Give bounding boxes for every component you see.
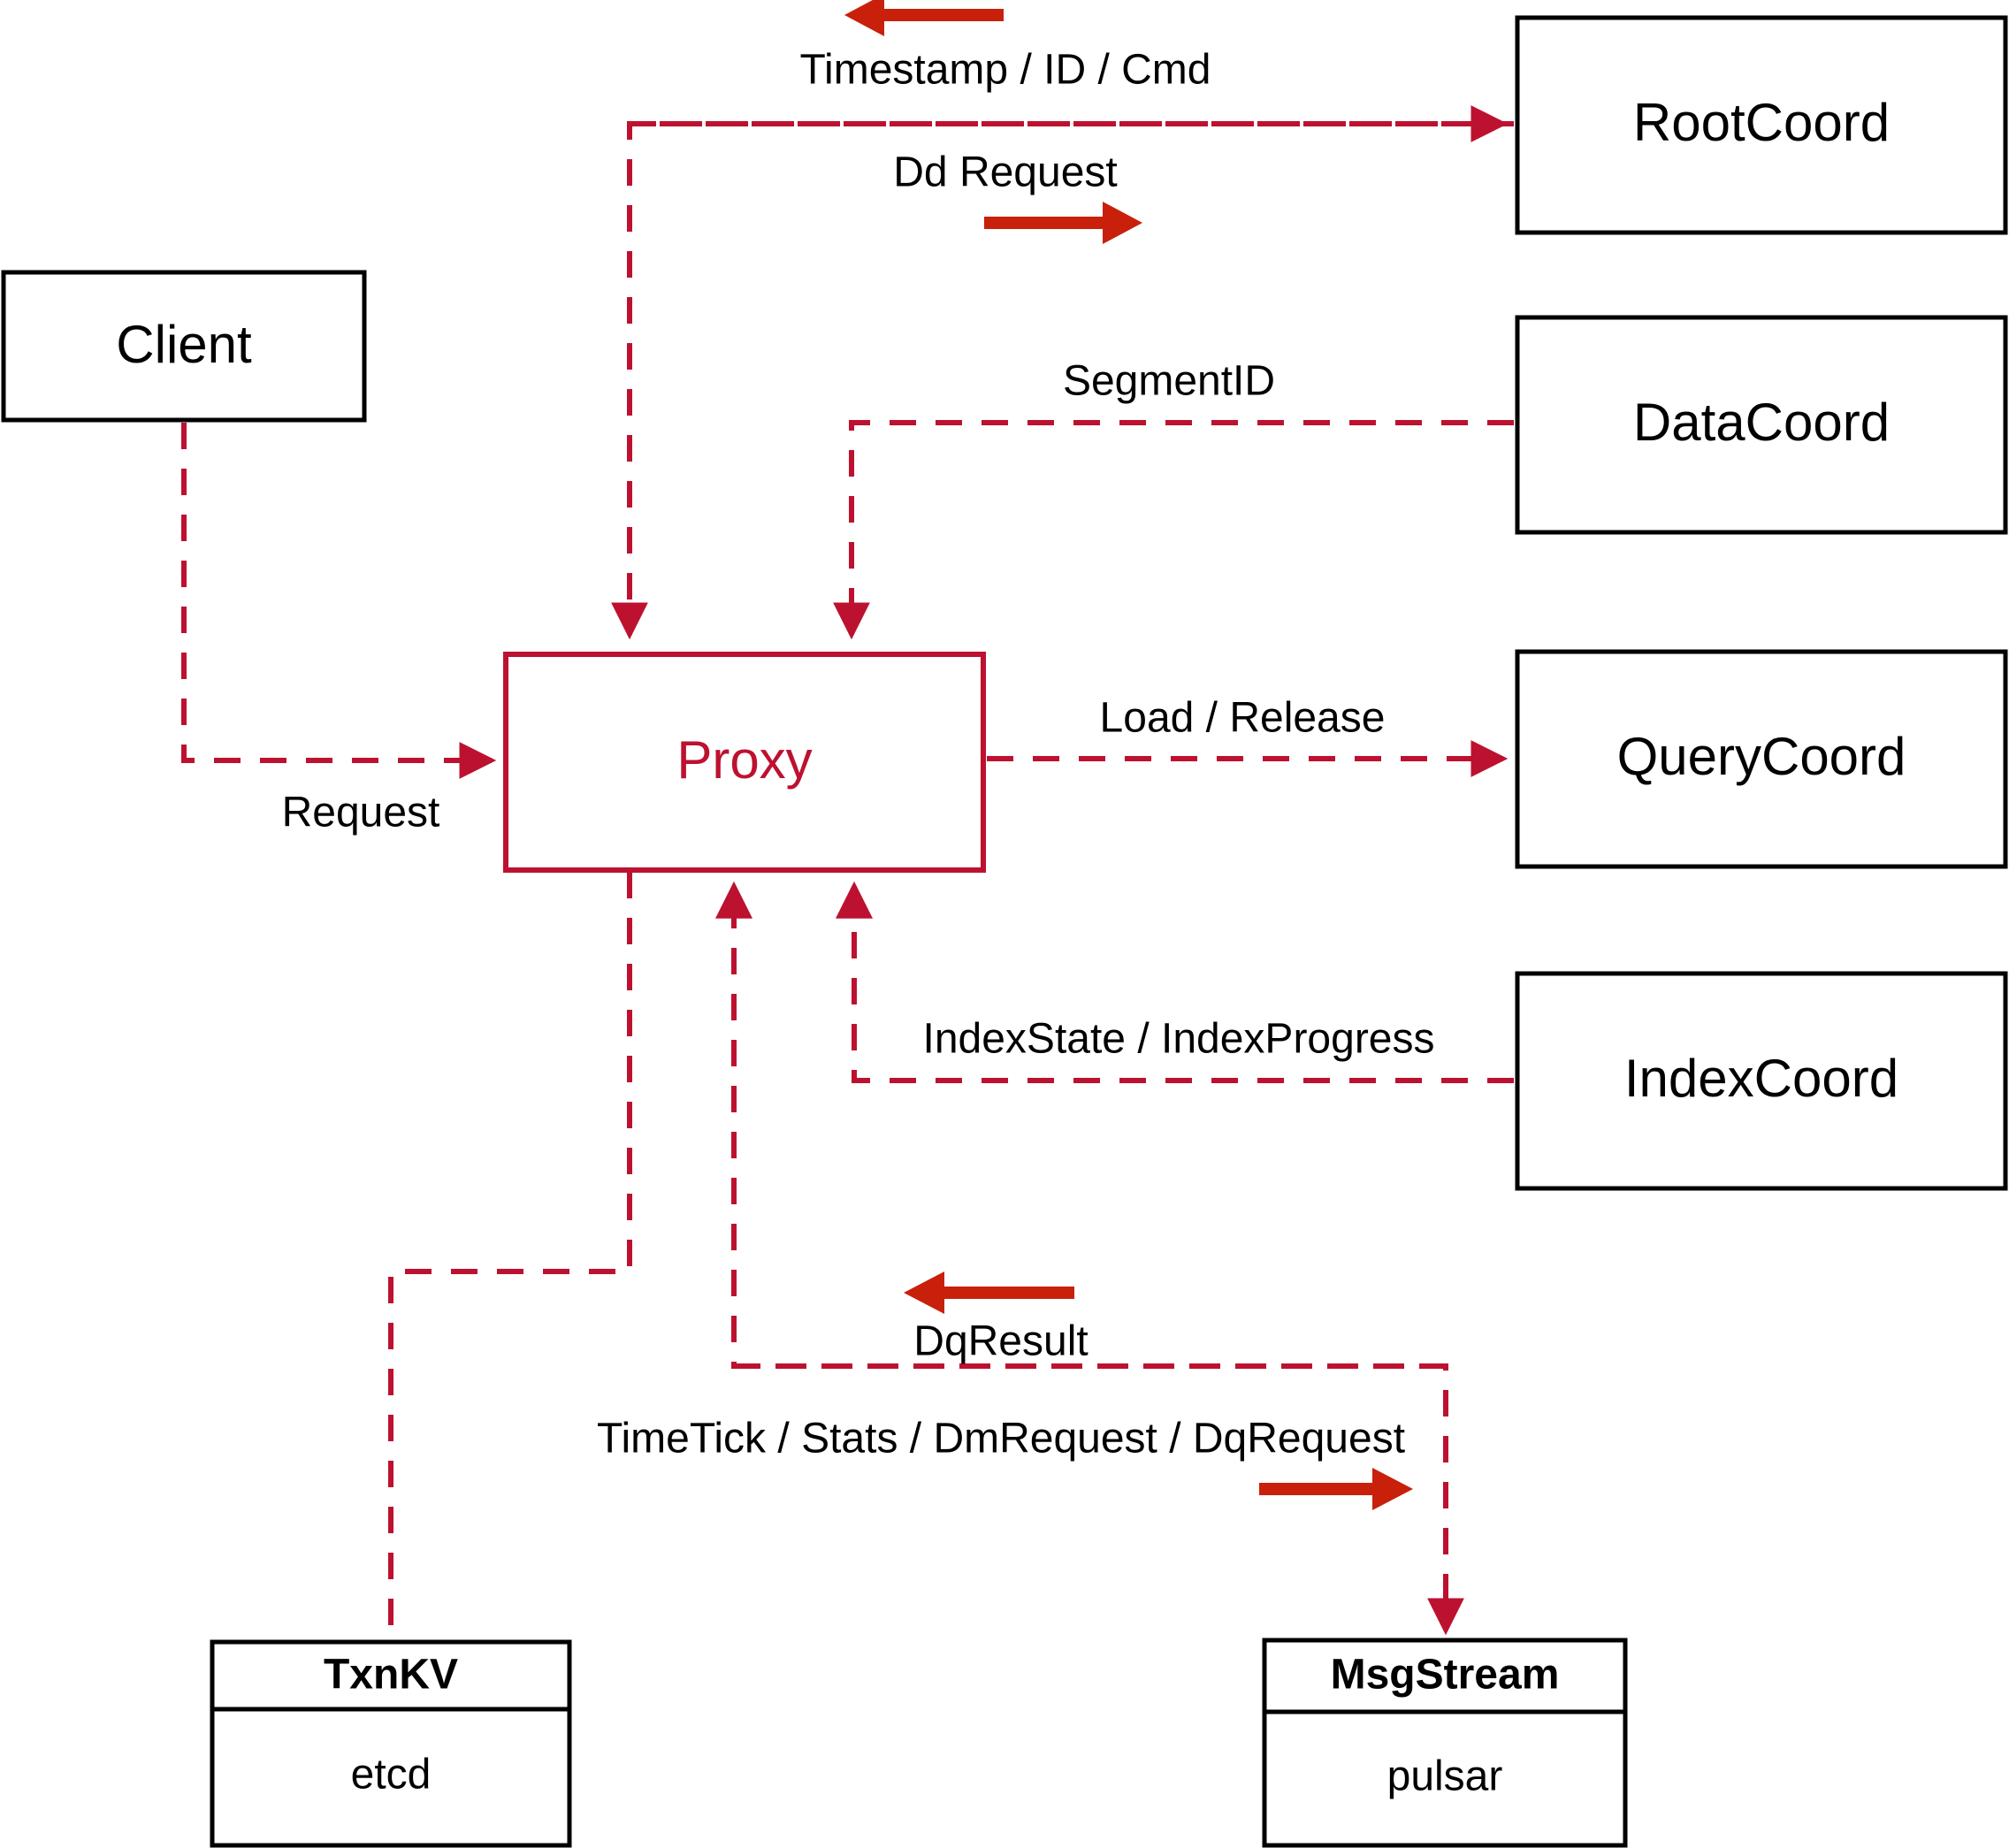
direction-arrow-timetick-right (1259, 1468, 1413, 1510)
edge-indexcoord-to-proxy (836, 881, 1514, 1083)
edge-client-to-proxy (181, 423, 497, 779)
node-proxy-label: Proxy (676, 730, 812, 790)
edge-label-timestamp-id-cmd: Timestamp / ID / Cmd (800, 47, 1211, 94)
node-indexcoord-label: IndexCoord (1624, 1049, 1898, 1108)
edge-label-dq-result: DqResult (913, 1318, 1088, 1365)
direction-arrow-dqresult-left (904, 1271, 1074, 1314)
edge-msgstream-to-proxy (715, 881, 1446, 1369)
node-txnkv-sublabel: etcd (351, 1752, 432, 1798)
edge-label-segment-id: SegmentID (1063, 358, 1275, 405)
node-datacoord[interactable]: DataCoord (1515, 315, 2008, 535)
node-txnkv[interactable]: TxnKV etcd (210, 1639, 572, 1848)
node-client-label: Client (116, 315, 252, 374)
edge-datacoord-to-proxy (833, 420, 1514, 640)
node-indexcoord[interactable]: IndexCoord (1515, 971, 2008, 1191)
edge-label-timetick-stats: TimeTick / Stats / DmRequest / DqRequest (597, 1416, 1405, 1462)
node-rootcoord[interactable]: RootCoord (1515, 15, 2008, 235)
node-querycoord-label: QueryCoord (1617, 727, 1906, 786)
edge-label-index-state-progress: IndexState / IndexProgress (923, 1016, 1435, 1063)
node-msgstream-sublabel: pulsar (1387, 1753, 1503, 1800)
edge-label-dd-request: Dd Request (893, 149, 1117, 196)
node-datacoord-label: DataCoord (1633, 393, 1890, 452)
edge-proxy-to-msgstream (734, 1363, 1464, 1636)
node-msgstream-label: MsgStream (1331, 1652, 1560, 1699)
direction-arrow-dd-request-right (984, 202, 1142, 244)
edge-label-load-release: Load / Release (1100, 695, 1386, 742)
node-msgstream[interactable]: MsgStream pulsar (1262, 1638, 1628, 1848)
edge-label-request: Request (282, 790, 440, 836)
node-querycoord[interactable]: QueryCoord (1515, 649, 2008, 869)
node-rootcoord-label: RootCoord (1633, 93, 1890, 152)
node-proxy[interactable]: Proxy (503, 652, 986, 873)
direction-arrow-timestamp-left (844, 0, 1004, 36)
node-txnkv-label: TxnKV (324, 1652, 458, 1699)
edge-proxy-to-txnkv (388, 872, 632, 1641)
node-client[interactable]: Client (1, 270, 367, 423)
